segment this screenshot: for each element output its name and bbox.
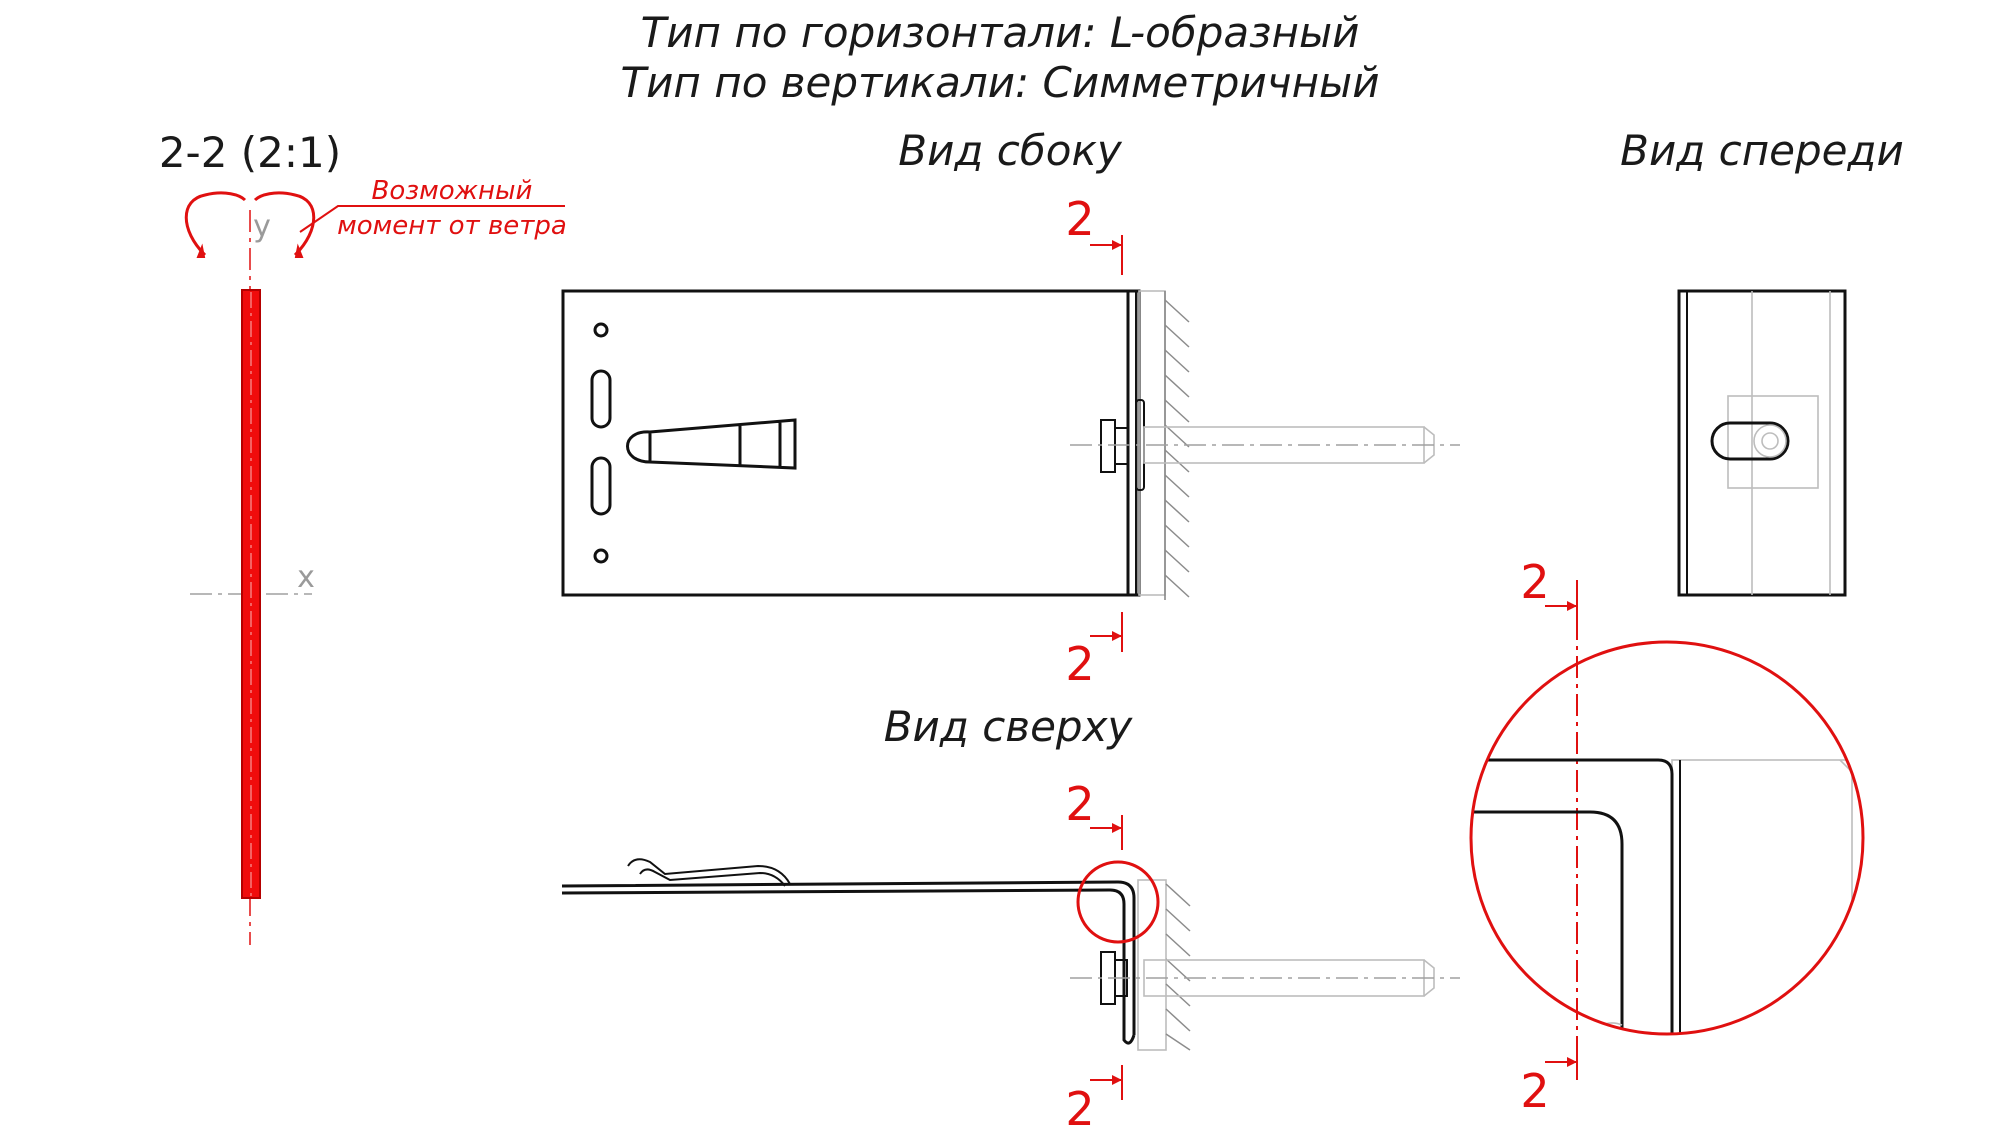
detail-inner-edge [1471, 810, 1624, 1034]
top-view: Вид сверху 2 2 [561, 702, 1460, 1125]
slot-lower [590, 456, 612, 516]
moment-arrow-left [184, 191, 247, 257]
section-label: 2-2 (2:1) [159, 128, 341, 177]
moment-label-line1: Возможный [372, 176, 533, 206]
tongue-top [627, 858, 791, 887]
front-view: Вид спереди [1620, 126, 1904, 597]
hole-bottom [593, 548, 609, 564]
detail-view: 2 2 [1469, 555, 1865, 1118]
wall-hatching-top [1165, 883, 1191, 1051]
top-view-title: Вид сверху [884, 702, 1134, 751]
cut-marker-bottom-top: 2 [1065, 1082, 1094, 1125]
axis-x-label: x [297, 560, 315, 595]
front-slot [1710, 421, 1790, 461]
axis-y-label: y [253, 209, 271, 244]
cut-marker-top-detail: 2 [1520, 555, 1549, 609]
detail-callout-small [1076, 860, 1160, 944]
cut-marker-top-side: 2 [1065, 192, 1094, 246]
moment-arrow-right [253, 191, 316, 257]
moment-label-line2: момент от ветра [337, 211, 567, 241]
cut-marker-bottom-side: 2 [1065, 637, 1094, 691]
wall-hatching [1164, 299, 1190, 598]
section-2-2: 2-2 (2:1) Возможный момент от ветра y x [159, 128, 567, 945]
cut-marker-top-top: 2 [1065, 777, 1094, 831]
slot-upper [590, 369, 612, 429]
detail-circle-large [1469, 640, 1865, 1036]
l-profile [561, 880, 1136, 1045]
anchor-bolt-side [1070, 399, 1460, 491]
anchor-bolt-top [1070, 951, 1460, 1005]
detail-outer-edge [1471, 758, 1674, 1034]
side-view: Вид сбоку 2 2 [561, 126, 1460, 691]
hole-top [593, 322, 609, 338]
side-view-title: Вид сбоку [898, 126, 1123, 175]
moment-leader [299, 205, 565, 233]
front-view-title: Вид спереди [1620, 126, 1904, 175]
title-horizontal-type: Тип по горизонтали: L-образный [641, 8, 1360, 57]
title-vertical-type: Тип по вертикали: Симметричный [620, 58, 1379, 107]
cut-marker-bottom-detail: 2 [1520, 1064, 1549, 1118]
tongue-tab [626, 418, 797, 470]
front-plate [1677, 289, 1847, 597]
